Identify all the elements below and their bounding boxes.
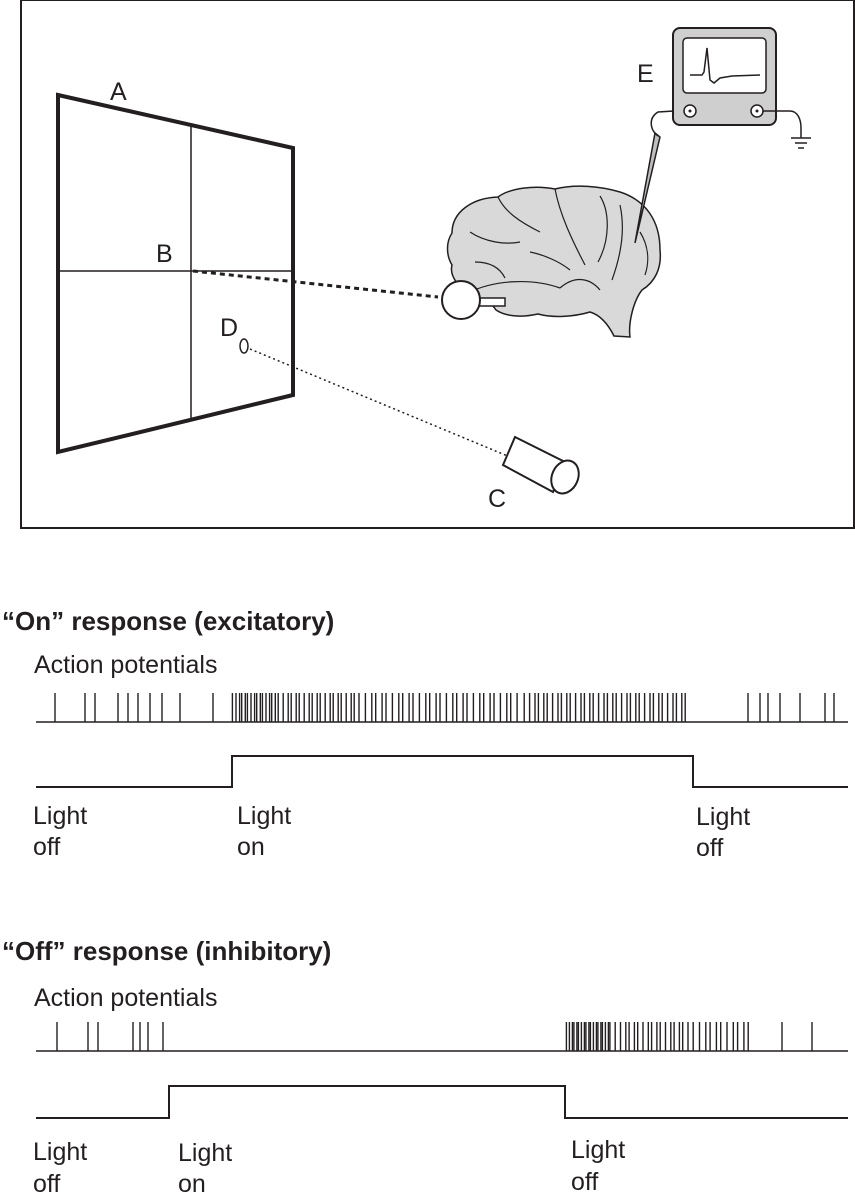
label-b: B [156, 240, 173, 268]
on-label-off-end-1: Light [696, 803, 750, 831]
on-label-off-end-2: off [696, 834, 723, 862]
off-stimulus-trace [36, 1085, 848, 1119]
off-label-off-end-2: off [571, 1168, 598, 1196]
light-spot [239, 338, 249, 354]
on-label-off-start-1: Light [33, 802, 87, 830]
off-label-on-1: Light [178, 1139, 232, 1167]
on-label-off-start-2: off [33, 833, 60, 861]
projection-screen [56, 92, 295, 455]
off-label-on-2: on [178, 1170, 206, 1198]
label-a: A [110, 78, 127, 106]
eye [441, 280, 506, 320]
off-spikes-label: Action potentials [34, 984, 217, 1012]
ground-icon [791, 137, 811, 149]
label-e: E [637, 60, 654, 88]
light-source [501, 435, 580, 495]
ground-wire [763, 110, 802, 138]
on-label-on-2: on [237, 833, 265, 861]
off-spike-train [36, 1022, 848, 1052]
setup-panel: A B C D E [20, 0, 855, 529]
on-spikes-label: Action potentials [34, 651, 217, 679]
on-spike-train [36, 693, 848, 723]
brain [446, 185, 662, 338]
label-c: C [488, 485, 506, 513]
off-label-off-start-1: Light [33, 1138, 87, 1166]
recording-electrode [634, 109, 691, 244]
oscilloscope-trace [690, 47, 761, 84]
oscilloscope [672, 27, 811, 149]
on-stimulus-trace [36, 755, 848, 788]
light-beam [249, 348, 511, 458]
off-label-off-start-2: off [33, 1170, 60, 1198]
gaze-line [192, 269, 439, 299]
on-response-panel: “On” response (excitatory) Action potent… [2, 606, 848, 862]
off-response-panel: “Off” response (inhibitory) Action poten… [2, 936, 848, 1198]
on-label-on-1: Light [237, 802, 291, 830]
off-response-title: “Off” response (inhibitory) [2, 936, 331, 966]
on-response-title: “On” response (excitatory) [2, 606, 334, 636]
label-d: D [220, 314, 238, 342]
off-label-off-end-1: Light [571, 1136, 625, 1164]
setup-frame [20, 0, 855, 529]
